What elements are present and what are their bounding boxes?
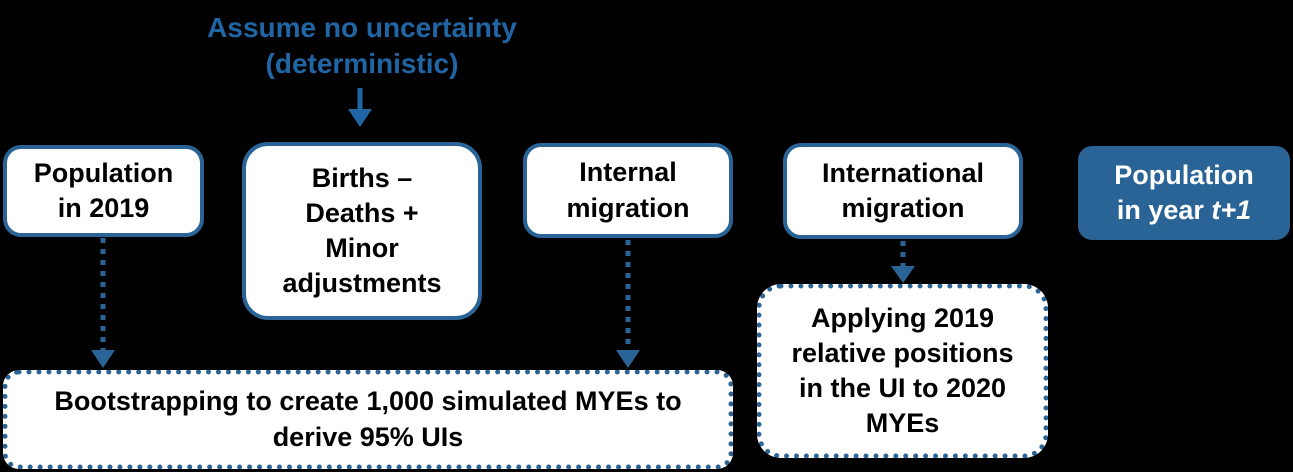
node-line: Internal: [579, 157, 677, 188]
dotted-down-arrow-icon-international-migration: [891, 241, 915, 283]
annotation-assume-no-uncertainty: Assume no uncertainty (deterministic): [178, 10, 546, 82]
node-line: MYEs: [865, 408, 940, 439]
node-line: Applying 2019: [810, 302, 995, 333]
node-applying-2019-positions: Applying 2019 relative positions in the …: [757, 284, 1048, 458]
dotted-down-arrow-icon-internal-migration: [616, 240, 640, 368]
node-line: migration: [841, 193, 965, 223]
node-population-2019: Population in 2019: [3, 145, 204, 237]
annotation-line-2: (deterministic): [265, 47, 459, 79]
solid-down-arrow-icon: [348, 88, 372, 127]
node-line: International: [821, 157, 984, 188]
node-bootstrapping-uis: Bootstrapping to create 1,000 simulated …: [3, 370, 733, 469]
node-line-prefix: in year: [1116, 195, 1212, 225]
dotted-down-arrow-icon-population: [91, 238, 115, 368]
node-line-italic: t+1: [1211, 195, 1252, 225]
node-line: in the UI to 2020: [798, 373, 1007, 403]
node-line: relative positions: [791, 337, 1014, 368]
node-line: Population: [33, 157, 174, 188]
node-population-year-t-plus-1: Population in year t+1: [1078, 146, 1290, 240]
annotation-line-1: Assume no uncertainty: [207, 12, 517, 43]
node-births-deaths-adjustments: Births – Deaths + Minor adjustments: [242, 142, 482, 320]
node-line: adjustments: [282, 268, 442, 299]
node-line: Minor: [325, 233, 399, 263]
node-line: Population: [1114, 159, 1254, 190]
node-line: Births –: [311, 162, 413, 193]
node-internal-migration: Internal migration: [523, 143, 733, 238]
node-line: Deaths +: [305, 197, 419, 228]
node-line: in year t+1: [1117, 193, 1251, 228]
node-line: migration: [566, 192, 690, 223]
node-line: in 2019: [57, 193, 150, 223]
node-international-migration: International migration: [783, 143, 1023, 239]
node-line: derive 95% UIs: [272, 421, 464, 452]
node-line: Bootstrapping to create 1,000 simulated …: [54, 386, 682, 417]
